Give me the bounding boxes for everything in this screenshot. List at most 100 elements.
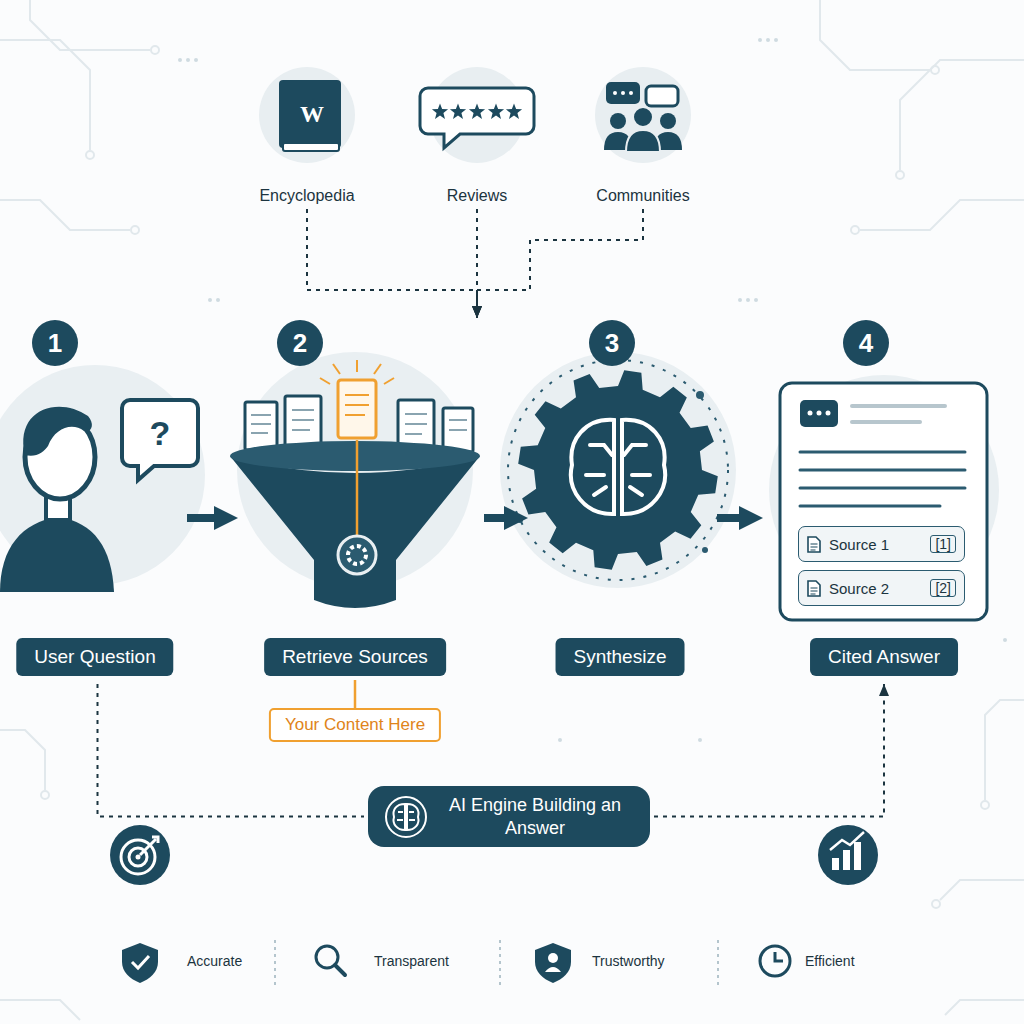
funnel-figure [345,404,369,406]
background-dots [774,38,778,42]
background-dots [558,738,562,742]
background-dots [754,298,758,302]
synthesis-gear [702,547,708,553]
target-icon [121,840,155,874]
funnel-figure [345,394,369,396]
funnel-figure [230,352,480,608]
synthesis-gear [632,473,650,477]
circuit-background [86,151,94,159]
background-dots [738,298,742,302]
funnel-figure [251,432,268,434]
circuit-background [820,0,930,70]
synthesis-gear [590,445,612,455]
quality-label: Trustworthy [592,953,665,969]
growth-icon [830,832,864,850]
user-figure [0,517,114,592]
question-mark: ? [150,414,171,453]
growth-icon [843,850,850,870]
step-label: Synthesize [556,638,685,676]
bottom-icons [122,940,790,985]
engine-label: AI Engine Building an Answer [440,794,630,839]
connector [654,684,884,817]
target-icon [110,825,170,885]
synthesis-gear [571,420,665,514]
engine-pill: AI Engine Building an Answer [368,786,650,847]
connector [187,514,214,522]
circuit-background [0,730,45,790]
growth-icon [818,825,878,885]
brain-icon [393,804,418,830]
circuit-background [985,700,1024,800]
bottom-icons [275,940,718,985]
step-node: 4Cited AnswerSource 1[1]Source 2[2] [765,318,1003,680]
citation-number: [2] [930,579,956,597]
answer-card [800,505,940,508]
funnel-figure [320,360,394,415]
answer-card [769,375,999,620]
background-dots [766,38,770,42]
target-icon [110,825,170,885]
synthesis-gear [517,391,708,553]
answer-card [817,411,822,416]
target-icon [136,855,141,860]
citation-number: [1] [930,535,956,553]
document-icon [811,544,818,550]
reviews-icon [420,88,534,148]
circuit-background [981,801,989,809]
synthesis-gear [586,473,604,477]
content-callout: Your Content Here [269,708,441,742]
synthesis-gear [622,420,665,514]
background-dots [1003,638,1007,642]
step-label: Cited Answer [810,638,958,676]
step-node: 2Retrieve Sources [240,318,482,680]
bottom-icons [335,965,345,975]
background-dots [178,58,182,62]
encyclopedia-icon [259,67,355,163]
growth-icon [854,842,861,870]
citation-box: Source 2[2] [798,570,965,606]
reviews-icon [488,104,504,119]
communities-icon [633,107,653,127]
target-icon [140,839,156,855]
growth-icon [832,858,839,870]
circuit-background [0,200,130,230]
synthesis-gear [630,487,642,495]
synthesis-gear [696,391,704,399]
connector [307,209,477,318]
reviews-icon [450,104,466,119]
bottom-icons [122,943,158,983]
bottom-icons [132,956,149,968]
funnel-figure [292,409,314,411]
background-dots [194,58,198,62]
synthesis-gear [518,370,718,570]
funnel-figure [348,546,366,564]
reviews-icon [469,104,485,119]
synthesis-gear [508,360,728,580]
citation-box: Source 1[1] [798,526,965,562]
connector [354,680,357,708]
funnel-figure [230,441,480,471]
step-node: 3Synthesize [530,318,715,680]
answer-card [826,411,831,416]
growth-icon [818,825,878,885]
reviews-icon [432,104,448,119]
bottom-icons [760,946,790,976]
funnel-figure [292,429,310,431]
circuit-background [131,226,139,234]
funnel-figure [245,402,277,450]
background-dots [758,38,762,42]
circuit-background [860,200,1024,230]
connector [477,209,643,318]
synthesis-gear [594,487,606,495]
reviews-icon [432,104,522,119]
answer-card [852,420,920,424]
synthesis-gear [624,445,646,455]
connector [484,514,504,522]
funnel-figure [356,440,359,536]
quality-label: Efficient [805,953,855,969]
answer-card [852,404,945,408]
connector [476,209,478,318]
funnel-figure [338,536,376,574]
